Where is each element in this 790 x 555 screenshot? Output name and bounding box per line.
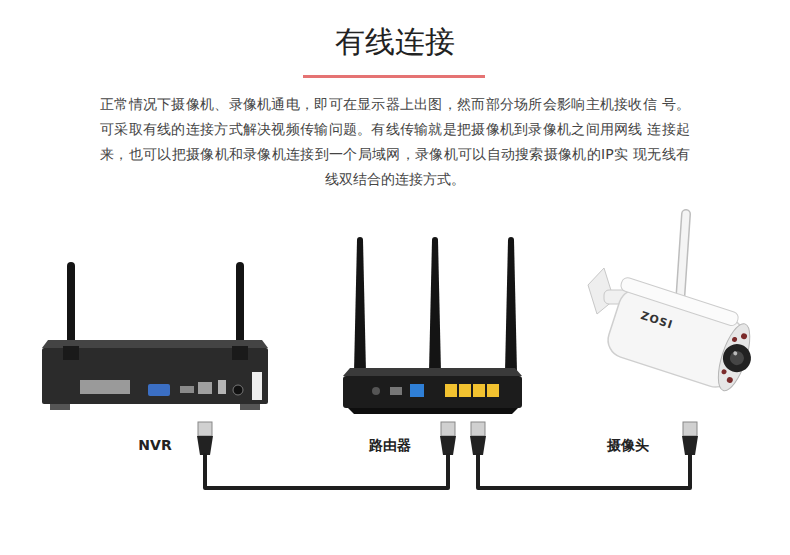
antenna	[680, 214, 686, 302]
network-cable	[478, 455, 690, 488]
plug-boot	[682, 436, 698, 455]
antenna-tip	[357, 237, 363, 243]
power-port	[372, 387, 380, 395]
nvr-illustration	[42, 262, 268, 410]
rj45-plug	[441, 422, 455, 436]
device-label: 摄像头	[605, 436, 651, 454]
device-label: NVR	[136, 436, 173, 454]
title-underline	[303, 75, 485, 78]
lan-port	[198, 382, 212, 394]
antenna	[429, 240, 441, 372]
router-body	[343, 376, 522, 408]
antenna	[505, 240, 517, 372]
rj45-plug	[198, 422, 212, 436]
sticker	[252, 372, 262, 400]
plug-boot	[470, 436, 486, 455]
page-title: 有线连接	[0, 22, 790, 62]
device-node: 路由器	[340, 225, 525, 455]
description-text: 正常情况下摄像机、录像机通电，即可在显示器上出图，然而部分场所会影响主机接收信 …	[100, 92, 690, 192]
network-cable	[205, 455, 448, 488]
sticker	[80, 380, 130, 394]
antenna-base	[63, 346, 79, 360]
plug-boot	[440, 436, 456, 455]
antenna-base	[232, 346, 248, 360]
antenna	[680, 214, 686, 302]
antenna	[354, 240, 366, 372]
rj45-plug	[683, 422, 697, 436]
usb-port	[390, 387, 402, 395]
router-illustration	[343, 237, 522, 414]
device-label: 路由器	[367, 436, 413, 454]
plug-boot	[197, 436, 213, 455]
wan-port	[410, 384, 424, 397]
lan-port	[487, 384, 499, 397]
hdmi-port	[180, 386, 194, 393]
usb-port	[218, 380, 226, 394]
power-port	[233, 385, 243, 395]
lan-port	[473, 384, 485, 397]
vga-port	[148, 384, 170, 396]
device-node: 摄像头	[580, 205, 750, 455]
camera-illustration	[588, 214, 764, 396]
antenna-tip	[432, 237, 438, 243]
lan-port	[459, 384, 471, 397]
network-plugs	[197, 422, 698, 455]
device-node: NVR	[35, 250, 280, 455]
lan-port	[445, 384, 457, 397]
foot	[240, 404, 260, 410]
camera-body	[600, 276, 764, 396]
router-base	[348, 408, 518, 414]
foot	[50, 404, 70, 410]
router-top	[343, 368, 522, 376]
rj45-plug	[471, 422, 485, 436]
antenna-tip	[508, 237, 514, 243]
